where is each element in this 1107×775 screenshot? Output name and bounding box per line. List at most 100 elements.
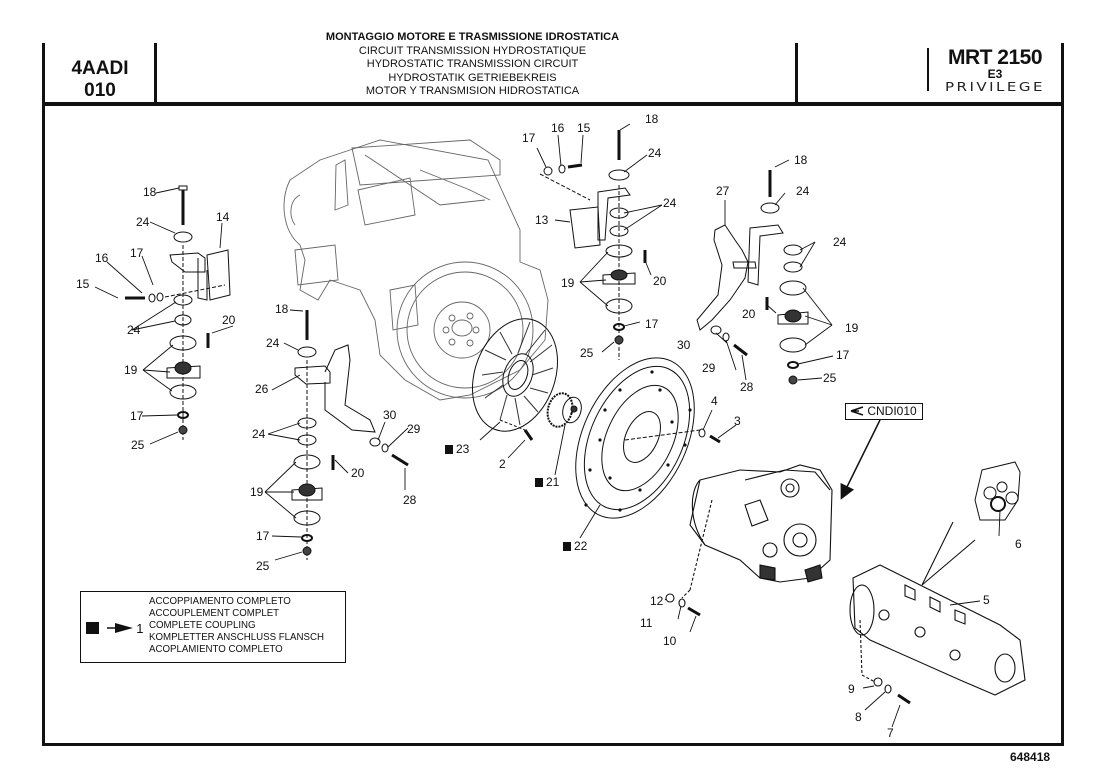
arrow-right-icon (106, 623, 133, 633)
frame-divider (795, 43, 798, 105)
callout-label: 25 (256, 559, 270, 573)
callout-label: 17 (130, 409, 144, 423)
title-spanish: MOTOR Y TRANSMISION HIDROSTATICA (365, 85, 580, 97)
left-engine-mount (125, 185, 231, 440)
reference-tag[interactable]: CNDI010 (845, 403, 923, 420)
callout-label: 17 (836, 348, 850, 362)
section-code-line1: 4AADI (71, 58, 129, 79)
callout-label: 16 (95, 251, 109, 265)
callout-label: 6 (1015, 537, 1022, 551)
title-german: HYDROSTATIK GETRIEBEKREIS (388, 71, 557, 84)
legend-line: COMPLETE COUPLING (149, 620, 256, 631)
top-center-engine-mount (539, 130, 647, 360)
callout-label: 30 (677, 338, 691, 352)
callout-label: 15 (577, 121, 591, 135)
callout-label: 3 (734, 414, 741, 428)
callout-label: 29 (702, 361, 716, 375)
callout-label: 25 (131, 438, 145, 452)
callout-label: 13 (535, 213, 549, 227)
callout-label: 5 (983, 593, 990, 607)
callout-label: 11 (640, 616, 653, 630)
callout-label: 18 (645, 112, 659, 126)
callout-label: 4 (711, 394, 718, 408)
callout-label: 24 (663, 196, 677, 210)
title-english: HYDROSTATIC TRANSMISSION CIRCUIT (366, 58, 579, 70)
callout-label: 2 (499, 457, 506, 471)
callout-label: 20 (222, 313, 236, 327)
callout-label: 19 (124, 363, 138, 377)
gear-pump (849, 521, 1026, 705)
model-sub: E3 (987, 67, 1003, 81)
callout-label: 24 (833, 235, 847, 249)
callout-label: 19 (250, 485, 264, 499)
callout-label: 14 (216, 210, 230, 224)
title-french: CIRCUIT TRANSMISSION HYDROSTATIQUE (358, 44, 587, 57)
callout-label: 24 (796, 184, 810, 198)
page-title-block: MONTAGGIO MOTORE E TRASMISSIONE IDROSTAT… (300, 31, 645, 99)
callout-label: 7 (887, 726, 894, 740)
center-left-engine-mount (291, 310, 409, 560)
callout-label: 25 (580, 346, 594, 360)
callout-label: 9 (848, 682, 855, 696)
callout-label: 19 (561, 276, 575, 290)
callout-label: 24 (648, 146, 662, 160)
engine-illustration (283, 139, 549, 401)
reference-arrow (840, 419, 881, 500)
seal-kit (974, 461, 1021, 521)
arrow-left-triangle-icon (850, 406, 864, 416)
callout-label: 8 (855, 710, 862, 724)
callout-label: 19 (845, 321, 859, 335)
callout-label: 17 (130, 246, 144, 260)
callout-label: 20 (653, 274, 667, 288)
callout-label: 24 (266, 336, 280, 350)
section-code-line2: 010 (84, 80, 116, 101)
drawing-number: 648418 (1010, 750, 1051, 764)
frame-divider (927, 48, 929, 91)
reference-tag-label: CNDI010 (867, 404, 917, 418)
legend-symbol: 1 (86, 621, 143, 636)
callout-label: 20 (351, 466, 365, 480)
legend-line: ACOPLAMIENTO COMPLETO (149, 644, 283, 655)
legend-box: 1 ACCOPPIAMENTO COMPLETO ACCOUPLEMENT CO… (80, 591, 346, 663)
frame-line (42, 102, 1061, 106)
callout-leaders (94, 123, 1001, 728)
legend-text: ACCOPPIAMENTO COMPLETO ACCOUPLEMENT COMP… (149, 596, 324, 656)
section-code: 4AADI 010 (45, 58, 155, 102)
legend-symbol-number: 1 (136, 621, 144, 636)
hydrostatic-pump (665, 464, 833, 617)
callout-label-coupling-kit: 22 (563, 540, 587, 552)
drawing-frame (42, 43, 1064, 746)
model-block: MRT 2150 E3 PRIVILEGE (930, 46, 1060, 95)
right-engine-mount (696, 170, 809, 385)
legend-line: ACCOPPIAMENTO COMPLETO (149, 596, 291, 607)
callout-label: 16 (551, 121, 565, 135)
callout-label: 20 (742, 307, 756, 321)
model-name: MRT 2150 (947, 46, 1043, 69)
coupling-hub (546, 392, 582, 428)
flywheel-plate (575, 357, 721, 519)
callout-label: 24 (252, 427, 266, 441)
frame-divider (154, 43, 157, 105)
callout-label: 28 (403, 493, 417, 507)
callout-label: 18 (794, 153, 808, 167)
callout-label: 24 (136, 215, 150, 229)
callout-label: 12 (650, 594, 664, 608)
callout-label-coupling-kit: 23 (445, 443, 469, 455)
callout-label: 17 (645, 317, 659, 331)
callout-label: 27 (716, 184, 730, 198)
square-marker-icon (86, 622, 99, 634)
brand-logo: PRIVILEGE (944, 80, 1045, 94)
callout-label: 29 (407, 422, 421, 436)
coupling-disc (471, 318, 559, 441)
callout-label: 10 (663, 634, 677, 648)
callout-label: 24 (127, 323, 141, 337)
legend-line: KOMPLETTER ANSCHLUSS FLANSCH (149, 632, 324, 643)
callout-label-coupling-kit: 21 (535, 476, 559, 488)
callout-label: 30 (383, 408, 397, 422)
callout-label: 28 (740, 380, 754, 394)
callout-label: 25 (823, 371, 837, 385)
title-italian: MONTAGGIO MOTORE E TRASMISSIONE IDROSTAT… (325, 31, 620, 43)
callout-label: 15 (76, 277, 90, 291)
callout-label: 17 (522, 131, 536, 145)
